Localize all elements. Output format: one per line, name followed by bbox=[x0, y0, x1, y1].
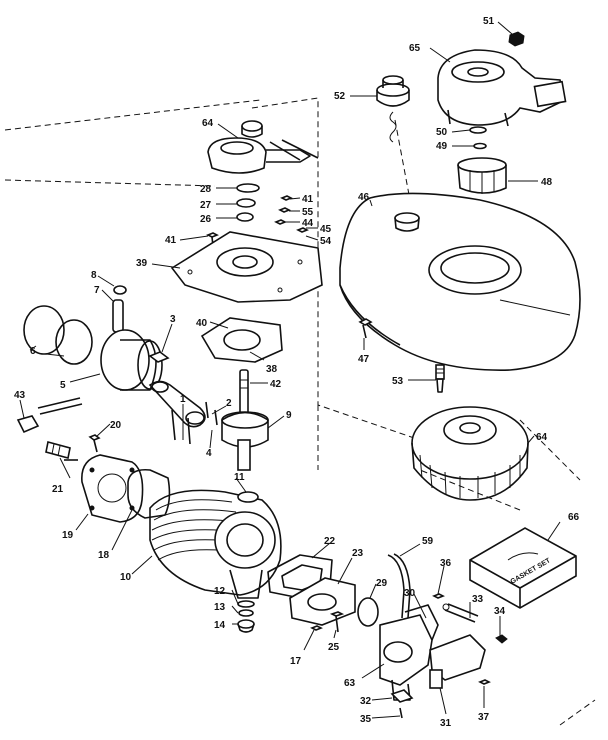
callout-14: 14 bbox=[214, 620, 226, 631]
screw-20 bbox=[88, 434, 101, 453]
wrist-pin bbox=[112, 285, 127, 333]
callout-7: 7 bbox=[94, 285, 100, 296]
gasket-set-box bbox=[469, 527, 577, 609]
starter-pulley bbox=[376, 75, 410, 143]
callout-66: 66 bbox=[568, 512, 580, 523]
callout-64-flywheel: 64 bbox=[536, 432, 548, 443]
rewind-starter-assembly bbox=[437, 31, 567, 127]
callout-49: 49 bbox=[436, 141, 448, 152]
fuel-line bbox=[387, 553, 411, 619]
callout-33: 33 bbox=[472, 594, 484, 605]
blower-housing bbox=[339, 192, 581, 371]
callout-17: 17 bbox=[290, 656, 302, 667]
seal-11 bbox=[237, 491, 259, 503]
callout-65: 65 bbox=[409, 43, 421, 54]
callout-31: 31 bbox=[440, 718, 452, 729]
callout-19: 19 bbox=[62, 530, 74, 541]
callout-47: 47 bbox=[358, 354, 370, 365]
flywheel bbox=[411, 406, 529, 501]
starter-cup bbox=[457, 157, 507, 194]
choke-plate bbox=[429, 634, 486, 689]
callout-29: 29 bbox=[376, 578, 388, 589]
bearing-plate bbox=[170, 231, 323, 303]
reed-plate bbox=[200, 317, 283, 363]
screw-47 bbox=[358, 318, 373, 339]
piston bbox=[100, 329, 163, 391]
gaskets-28-27-26 bbox=[236, 183, 260, 222]
head-gasket bbox=[127, 468, 171, 519]
callout-34: 34 bbox=[494, 606, 506, 617]
callout-labels: 51 65 52 50 49 48 46 64 28 27 26 41 55 4… bbox=[14, 16, 580, 729]
callout-35: 35 bbox=[360, 714, 372, 725]
callout-48: 48 bbox=[541, 177, 553, 188]
callout-5: 5 bbox=[60, 380, 66, 391]
callout-4: 4 bbox=[206, 448, 212, 459]
callout-1: 1 bbox=[180, 394, 186, 405]
callout-42: 42 bbox=[270, 379, 282, 390]
callout-64-top: 64 bbox=[202, 118, 214, 129]
spark-plug bbox=[435, 364, 445, 393]
leader-lines bbox=[19, 21, 561, 719]
cylinder-head bbox=[81, 454, 144, 523]
piston-rings bbox=[23, 305, 93, 365]
choke-knob bbox=[390, 689, 414, 719]
callout-28: 28 bbox=[200, 184, 212, 195]
lever-screws bbox=[310, 593, 491, 685]
callout-59: 59 bbox=[422, 536, 434, 547]
callout-30: 30 bbox=[404, 588, 416, 599]
callout-50: 50 bbox=[436, 127, 448, 138]
callout-6: 6 bbox=[30, 346, 36, 357]
piston-needle bbox=[148, 351, 170, 363]
callout-52: 52 bbox=[334, 91, 346, 102]
callout-18: 18 bbox=[98, 550, 110, 561]
gasket-29 bbox=[357, 597, 379, 627]
callout-37: 37 bbox=[478, 712, 490, 723]
callout-54: 54 bbox=[320, 236, 332, 247]
callout-3: 3 bbox=[170, 314, 176, 325]
callout-43: 43 bbox=[14, 390, 26, 401]
callout-36: 36 bbox=[440, 558, 452, 569]
callout-38: 38 bbox=[266, 364, 278, 375]
screw-34 bbox=[495, 634, 508, 644]
rod-bolts bbox=[171, 401, 218, 445]
callout-12: 12 bbox=[214, 586, 226, 597]
spark-plug-side bbox=[45, 441, 78, 461]
callout-51: 51 bbox=[483, 16, 495, 27]
callout-40: 40 bbox=[196, 318, 208, 329]
reed-block-23 bbox=[289, 577, 356, 626]
connecting-rod bbox=[148, 380, 206, 428]
callout-9: 9 bbox=[286, 410, 292, 421]
callout-2: 2 bbox=[226, 398, 232, 409]
callout-20: 20 bbox=[110, 420, 122, 431]
callout-45: 45 bbox=[320, 224, 332, 235]
callout-41-upper: 41 bbox=[302, 194, 314, 205]
exhaust-fitting bbox=[16, 397, 83, 434]
callout-55: 55 bbox=[302, 207, 314, 218]
callout-46: 46 bbox=[358, 192, 370, 203]
callout-23: 23 bbox=[352, 548, 364, 559]
callout-41-lower: 41 bbox=[165, 235, 177, 246]
callout-10: 10 bbox=[120, 572, 132, 583]
callout-39: 39 bbox=[136, 258, 148, 269]
callout-11: 11 bbox=[234, 472, 245, 483]
callout-25: 25 bbox=[328, 642, 340, 653]
callout-21: 21 bbox=[52, 484, 64, 495]
main-bearing-stack bbox=[237, 600, 255, 633]
washer-50-49 bbox=[469, 126, 487, 150]
crankshaft bbox=[221, 369, 269, 471]
callout-53: 53 bbox=[392, 376, 404, 387]
callout-63: 63 bbox=[344, 678, 356, 689]
callout-13: 13 bbox=[214, 602, 226, 613]
callout-27: 27 bbox=[200, 200, 212, 211]
callout-8: 8 bbox=[91, 270, 97, 281]
callout-26: 26 bbox=[200, 214, 212, 225]
callout-22: 22 bbox=[324, 536, 336, 547]
callout-32: 32 bbox=[360, 696, 372, 707]
assembly-guide-lines bbox=[4, 97, 596, 726]
throttle-shaft bbox=[442, 603, 479, 623]
fuel-cap-assembly bbox=[207, 120, 319, 174]
cylinder-block bbox=[149, 489, 282, 599]
callout-44: 44 bbox=[302, 218, 314, 229]
